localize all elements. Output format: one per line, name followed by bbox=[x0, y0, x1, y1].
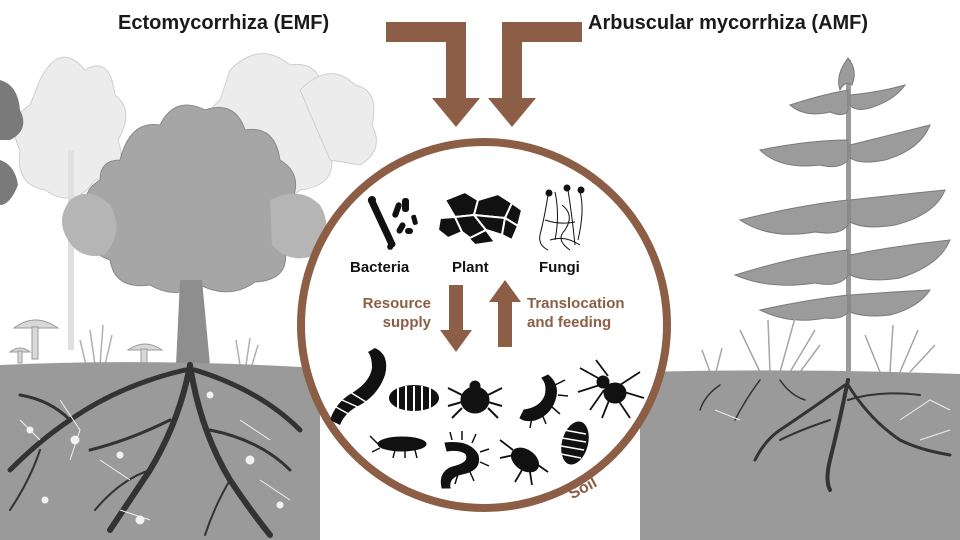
millipede-icon bbox=[519, 374, 569, 429]
resource-supply-line2: supply bbox=[382, 314, 431, 331]
grass bbox=[79, 324, 259, 366]
translocation-arrow bbox=[489, 280, 521, 347]
emf-arrow bbox=[386, 22, 480, 127]
spider-icon bbox=[577, 359, 645, 419]
earthworm-icon bbox=[330, 348, 387, 425]
translocation-line1: Translocation bbox=[527, 295, 625, 312]
woodlouse-icon bbox=[560, 421, 589, 465]
emf-roots bbox=[7, 362, 303, 538]
amf-title: Arbuscular mycorrhiza (AMF) bbox=[588, 12, 869, 34]
plant-cells-icon bbox=[436, 190, 524, 247]
incoming-arrows bbox=[386, 22, 582, 127]
soil-food-web-circle bbox=[297, 138, 671, 512]
amf-tree bbox=[733, 57, 951, 380]
resource-supply-arrow bbox=[440, 285, 472, 352]
larva-icon bbox=[389, 385, 439, 411]
mushrooms bbox=[8, 319, 164, 368]
resource-supply-line1: Resource bbox=[362, 295, 431, 312]
emf-tree bbox=[61, 104, 327, 365]
amf-arrow bbox=[488, 22, 582, 127]
translocation-feeding-label: Translocation and feeding bbox=[527, 294, 625, 332]
bacteria-icon bbox=[367, 196, 418, 250]
hyphae-network bbox=[19, 391, 291, 525]
grass-right bbox=[701, 317, 936, 373]
plant-label: Plant bbox=[452, 259, 489, 276]
springtail-icon bbox=[369, 435, 427, 459]
centipede-icon bbox=[440, 431, 490, 489]
translocation-line2: and feeding bbox=[527, 314, 612, 331]
bacteria-label: Bacteria bbox=[350, 259, 410, 276]
fungi-hyphae-icon bbox=[539, 184, 585, 251]
emf-title: Ectomycorrhiza (EMF) bbox=[118, 12, 330, 34]
amf-roots bbox=[699, 378, 952, 492]
fungi-label: Fungi bbox=[539, 259, 580, 276]
mite-icon bbox=[447, 380, 503, 419]
resource-supply-label: Resource supply bbox=[345, 294, 431, 332]
soil-right bbox=[640, 370, 960, 540]
pseudoscorpion-icon bbox=[499, 439, 549, 486]
